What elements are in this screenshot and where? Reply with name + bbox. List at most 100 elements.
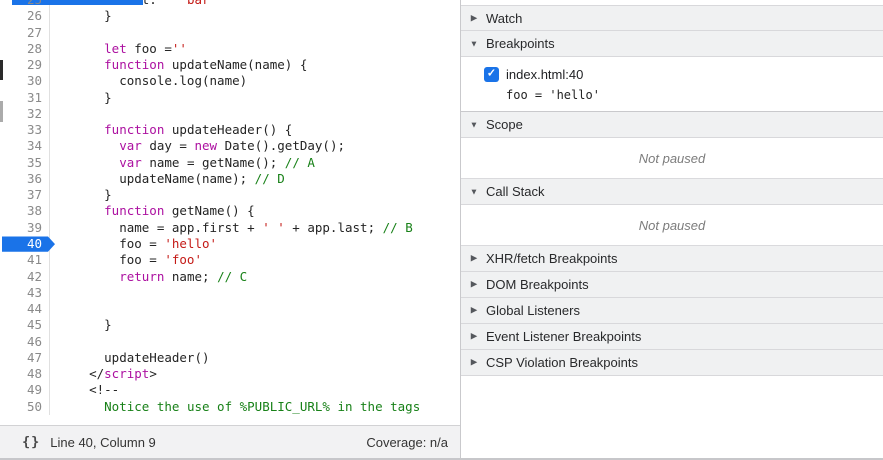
code-text[interactable]: return name; // C	[50, 269, 460, 285]
code-text[interactable]: let foo =''	[50, 41, 460, 57]
code-line[interactable]: 47 updateHeader()	[0, 349, 460, 367]
code-text[interactable]	[50, 106, 460, 122]
breakpoint-location[interactable]: index.html:40	[506, 66, 584, 82]
gutter-line-number[interactable]: 44	[0, 301, 50, 318]
line-number: 48	[26, 366, 42, 382]
code-text[interactable]: var day = new Date().getDay();	[50, 138, 460, 154]
code-text[interactable]: }	[50, 317, 460, 333]
section-header-call-stack[interactable]: ▼Call Stack	[461, 179, 883, 205]
section-header-csp-violation-breakpoints[interactable]: ▶CSP Violation Breakpoints	[461, 350, 883, 376]
gutter-line-number[interactable]: 36	[0, 170, 50, 188]
code-line[interactable]: 29 function updateName(name) {	[0, 57, 460, 74]
section-header-global-listeners[interactable]: ▶Global Listeners	[461, 298, 883, 324]
code-text[interactable]: var name = getName(); // A	[50, 155, 460, 171]
gutter-line-number[interactable]: 50	[0, 398, 50, 415]
section-header-dom-breakpoints[interactable]: ▶DOM Breakpoints	[461, 272, 883, 298]
code-line[interactable]: 27	[0, 24, 460, 41]
code-line[interactable]: 26 }	[0, 8, 460, 25]
code-text[interactable]	[50, 334, 460, 350]
breakpoint-condition[interactable]: foo = 'hello'	[506, 88, 600, 102]
gutter-line-number[interactable]: 28	[0, 40, 50, 58]
gutter-line-number[interactable]: 37	[0, 187, 50, 204]
code-text[interactable]: function getName() {	[50, 203, 460, 219]
gutter-line-number[interactable]: 27	[0, 24, 50, 41]
line-number: 34	[26, 138, 42, 154]
code-text[interactable]: }	[50, 8, 460, 24]
code-text[interactable]: updateName(name); // D	[50, 171, 460, 187]
gutter-line-number[interactable]: 33	[0, 122, 50, 139]
gutter-line-number[interactable]: 35	[0, 154, 50, 171]
gutter-line-number[interactable]: 45	[0, 317, 50, 334]
gutter-line-number[interactable]: 30	[0, 73, 50, 90]
gutter-line-number[interactable]: 39	[0, 219, 50, 236]
section-label: CSP Violation Breakpoints	[486, 355, 639, 370]
gutter-line-number[interactable]: 48	[0, 366, 50, 383]
section-header-xhr-fetch-breakpoints[interactable]: ▶XHR/fetch Breakpoints	[461, 246, 883, 272]
section-label: Scope	[486, 117, 523, 132]
code-line[interactable]: 35 var name = getName(); // A	[0, 154, 460, 171]
code-token: new	[194, 138, 218, 154]
gutter-line-number[interactable]: 29	[0, 57, 50, 74]
code-text[interactable]: Notice the use of %PUBLIC_URL% in the ta…	[50, 399, 460, 415]
code-line[interactable]: 33 function updateHeader() {	[0, 122, 460, 139]
code-line[interactable]: 36 updateName(name); // D	[0, 170, 460, 188]
code-text[interactable]	[50, 301, 460, 317]
code-line[interactable]: 34 var day = new Date().getDay();	[0, 138, 460, 155]
code-line[interactable]: 50 Notice the use of %PUBLIC_URL% in the…	[0, 398, 460, 415]
code-line[interactable]: 48 </script>	[0, 366, 460, 383]
code-line[interactable]: 30 console.log(name)	[0, 73, 460, 90]
section-header-scope[interactable]: ▼Scope	[461, 112, 883, 138]
code-text[interactable]: updateHeader()	[50, 350, 460, 366]
code-line[interactable]: 32	[0, 105, 460, 123]
gutter-line-number[interactable]: 26	[0, 8, 50, 25]
gutter-line-number[interactable]: 32	[0, 105, 50, 123]
code-text[interactable]: name = app.first + ' ' + app.last; // B	[50, 220, 460, 236]
code-text[interactable]: function updateName(name) {	[50, 57, 460, 73]
code-text[interactable]: </script>	[50, 366, 460, 382]
code-text[interactable]	[50, 285, 460, 301]
section-header-watch[interactable]: ▶Watch	[461, 5, 883, 31]
code-line[interactable]: 42 return name; // C	[0, 268, 460, 285]
code-line[interactable]: 45 }	[0, 317, 460, 334]
code-text[interactable]	[50, 25, 460, 41]
code-token: var	[119, 138, 142, 154]
gutter-line-number[interactable]: 38	[0, 203, 50, 220]
code-line[interactable]: 38 function getName() {	[0, 203, 460, 220]
code-token: 'foo'	[164, 252, 202, 268]
gutter-line-number[interactable]: 47	[0, 349, 50, 367]
gutter-line-number[interactable]: 46	[0, 333, 50, 350]
code-text[interactable]: console.log(name)	[50, 73, 460, 89]
code-line[interactable]: 40 foo = 'hello'	[0, 235, 460, 253]
code-text[interactable]: }	[50, 187, 460, 203]
code-token: foo =	[126, 40, 172, 56]
code-line[interactable]: 31 }	[0, 89, 460, 106]
breakpoint-marker[interactable]: 40	[0, 235, 50, 253]
line-number: 36	[26, 170, 42, 186]
code-line[interactable]: 49 <!--	[0, 382, 460, 399]
code-line[interactable]: 44	[0, 301, 460, 318]
code-line[interactable]: 37 }	[0, 187, 460, 204]
breakpoint-checkbox[interactable]: ✓	[484, 66, 499, 82]
gutter-line-number[interactable]: 43	[0, 284, 50, 302]
gutter-line-number[interactable]: 31	[0, 89, 50, 106]
code-line[interactable]: 46	[0, 333, 460, 350]
chevron-down-icon: ▼	[469, 186, 479, 196]
gutter-line-number[interactable]: 34	[0, 138, 50, 155]
code-line[interactable]: 41 foo = 'foo'	[0, 252, 460, 269]
code-text[interactable]: }	[50, 90, 460, 106]
code-text[interactable]: <!--	[50, 382, 460, 398]
gutter-line-number[interactable]: 49	[0, 382, 50, 399]
gutter-line-number[interactable]: 42	[0, 268, 50, 285]
code-text[interactable]: foo = 'foo'	[50, 252, 460, 268]
code-line[interactable]: 39 name = app.first + ' ' + app.last; //…	[0, 219, 460, 236]
pretty-print-button[interactable]: {}	[22, 434, 41, 450]
section-header-event-listener-breakpoints[interactable]: ▶Event Listener Breakpoints	[461, 324, 883, 350]
line-number: 44	[26, 301, 42, 317]
gutter-line-number[interactable]: 41	[0, 252, 50, 269]
section-header-breakpoints[interactable]: ▼Breakpoints	[461, 31, 883, 57]
code-text[interactable]: function updateHeader() {	[50, 122, 460, 138]
code-text[interactable]: foo = 'hello'	[50, 236, 460, 252]
code-line[interactable]: 43	[0, 284, 460, 302]
code-line[interactable]: 28 let foo =''	[0, 40, 460, 58]
